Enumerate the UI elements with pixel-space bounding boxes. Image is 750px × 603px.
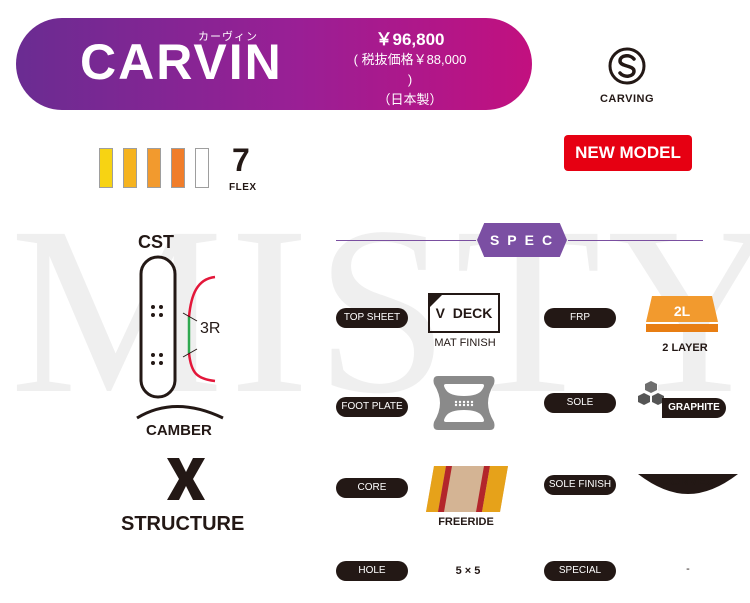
v-deck-icon: V DECK bbox=[428, 293, 500, 333]
frp-icon-text: 2L bbox=[673, 303, 691, 319]
binding-holes-icon bbox=[151, 305, 163, 365]
spec-label-foot-plate: FOOT PLATE bbox=[336, 397, 408, 417]
flex-value: 7 bbox=[232, 142, 250, 178]
spec-label-sole-finish: SOLE FINISH bbox=[544, 475, 616, 495]
carving-logo: CARVING bbox=[596, 46, 658, 105]
model-name: CARVIN bbox=[80, 34, 283, 90]
sole-graphite-badge: GRAPHITE bbox=[662, 398, 726, 418]
spec-label-sole: SOLE bbox=[544, 393, 616, 413]
sidecut-label: 3R bbox=[200, 320, 221, 337]
special-value: - bbox=[686, 563, 690, 575]
v-deck-text: V DECK bbox=[435, 305, 493, 321]
spec-label-top-sheet: TOP SHEET bbox=[336, 308, 408, 328]
spec-divider-left bbox=[336, 240, 476, 241]
cst-label: CST bbox=[138, 232, 174, 252]
top-sheet-caption: MAT FINISH bbox=[434, 337, 496, 349]
core-caption: FREERIDE bbox=[438, 516, 494, 528]
hole-value: 5 × 5 bbox=[455, 565, 481, 577]
carving-label: CARVING bbox=[599, 93, 655, 105]
price-tax-excluded: ( 税抜価格￥88,000 ) bbox=[353, 52, 467, 87]
model-kana: カーヴィン bbox=[198, 31, 258, 43]
origin-label: （日本製） bbox=[377, 92, 443, 107]
camber-arc bbox=[136, 405, 224, 420]
flex-label: FLEX bbox=[229, 182, 257, 193]
convex-text: CONVEX bbox=[661, 474, 715, 488]
camber-label: CAMBER bbox=[146, 422, 212, 439]
carving-s-logo-icon bbox=[608, 47, 646, 85]
frp-caption: 2 LAYER bbox=[662, 342, 708, 354]
structure-label: STRUCTURE bbox=[121, 513, 245, 535]
flex-box bbox=[123, 148, 137, 188]
flex-box bbox=[171, 148, 185, 188]
sidecut-curve-top bbox=[187, 275, 216, 318]
price-block: ￥96,800 ( 税抜価格￥88,000 ) （日本製） bbox=[350, 30, 470, 110]
model-header-banner bbox=[16, 18, 532, 110]
flex-box bbox=[147, 148, 161, 188]
spec-label-core: CORE bbox=[336, 478, 408, 498]
flex-box bbox=[99, 148, 113, 188]
graphite-hex-icon bbox=[638, 381, 664, 405]
price: ￥96,800 bbox=[375, 30, 445, 49]
sidecut-curve-bottom bbox=[187, 352, 216, 383]
core-wood-icon bbox=[426, 466, 508, 512]
spec-divider-right bbox=[568, 240, 703, 241]
new-model-badge: NEW MODEL bbox=[564, 135, 692, 171]
foot-plate-icon bbox=[433, 376, 495, 430]
flex-box bbox=[195, 148, 209, 188]
spec-label-hole: HOLE bbox=[336, 561, 408, 581]
frp-2-layer-icon bbox=[646, 296, 718, 332]
board-outline bbox=[139, 255, 177, 399]
board-profile-diagram bbox=[136, 255, 224, 420]
convex-sole-icon bbox=[638, 468, 738, 494]
x-structure-icon bbox=[167, 458, 205, 500]
spec-label-special: SPECIAL bbox=[544, 561, 616, 581]
spec-title: SPEC bbox=[477, 223, 567, 257]
spec-label-frp: FRP bbox=[544, 308, 616, 328]
